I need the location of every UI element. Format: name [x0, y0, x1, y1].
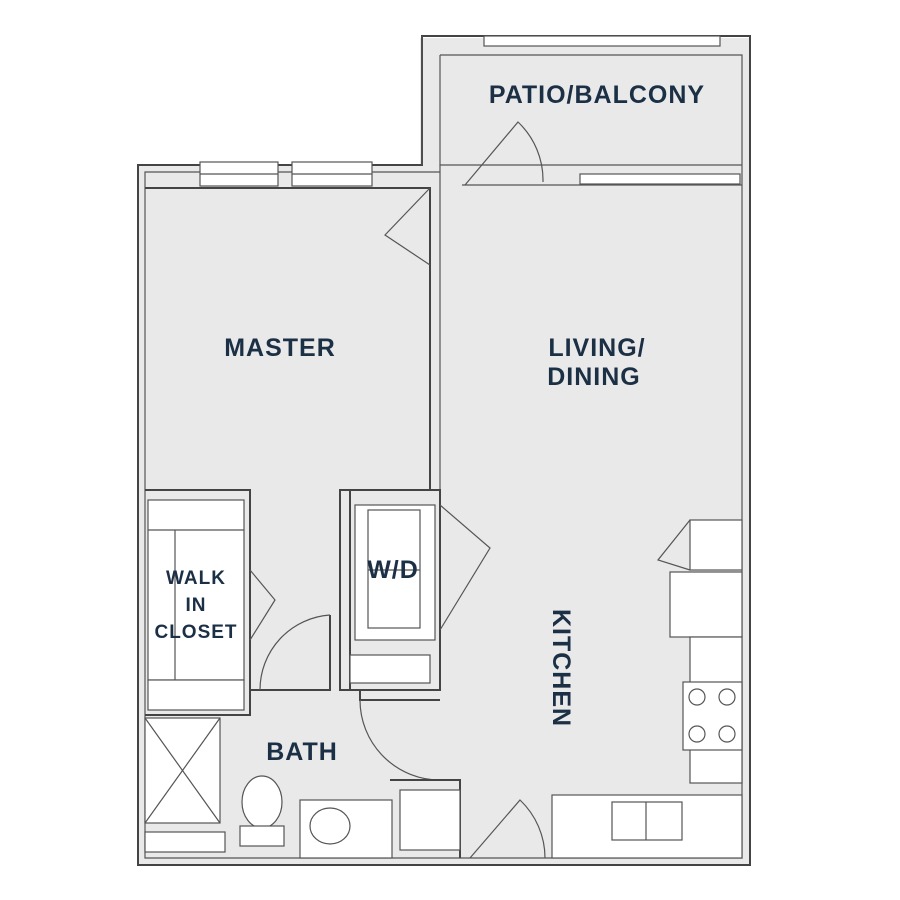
walk-in-closet	[145, 489, 276, 716]
bathroom	[144, 614, 461, 859]
patio-door	[464, 121, 544, 186]
entry-door	[469, 799, 546, 859]
label-closet-line1: WALK	[166, 568, 226, 589]
label-master: MASTER	[224, 334, 336, 362]
master-windows	[199, 161, 373, 187]
label-bath: BATH	[266, 738, 338, 766]
label-living-line1: LIVING/	[548, 334, 645, 362]
label-wd: W/D	[367, 556, 419, 584]
kitchen-area	[551, 519, 743, 859]
label-kitchen: KITCHEN	[547, 609, 575, 727]
label-closet-line3: CLOSET	[154, 622, 237, 643]
washer-dryer-closet	[339, 489, 491, 691]
label-living-line2: DINING	[547, 363, 641, 391]
label-patio-balcony: PATIO/BALCONY	[489, 81, 705, 109]
label-closet-line2: IN	[186, 595, 207, 616]
patio-balcony-area	[439, 35, 742, 186]
exterior-walls	[137, 35, 751, 866]
